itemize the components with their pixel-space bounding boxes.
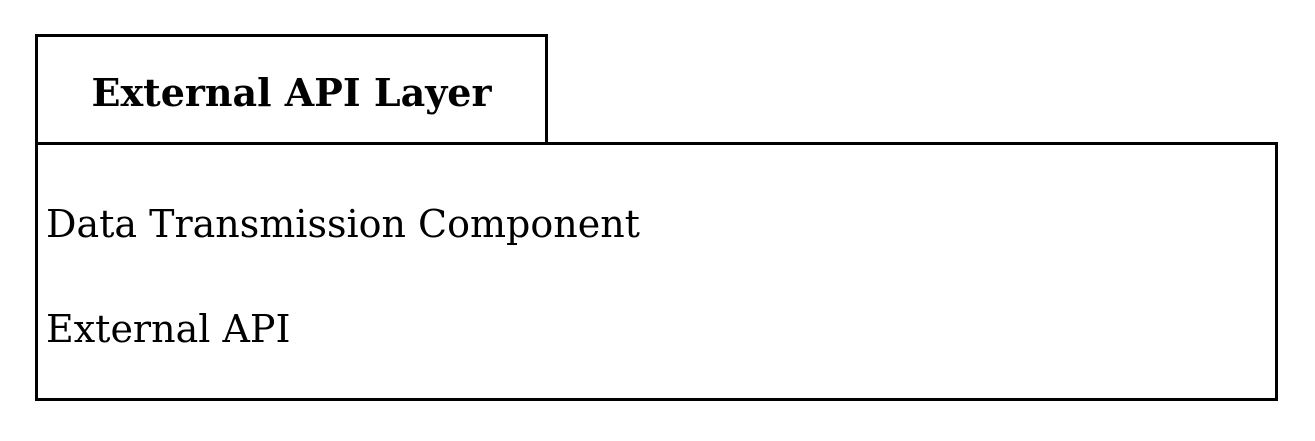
component-data-transmission: Data Transmission Component	[46, 202, 640, 246]
package-body: Data Transmission Component External API	[35, 142, 1278, 401]
component-external-api: External API	[46, 307, 291, 351]
package-tab: External API Layer	[35, 34, 548, 145]
package-title: External API Layer	[91, 69, 492, 115]
